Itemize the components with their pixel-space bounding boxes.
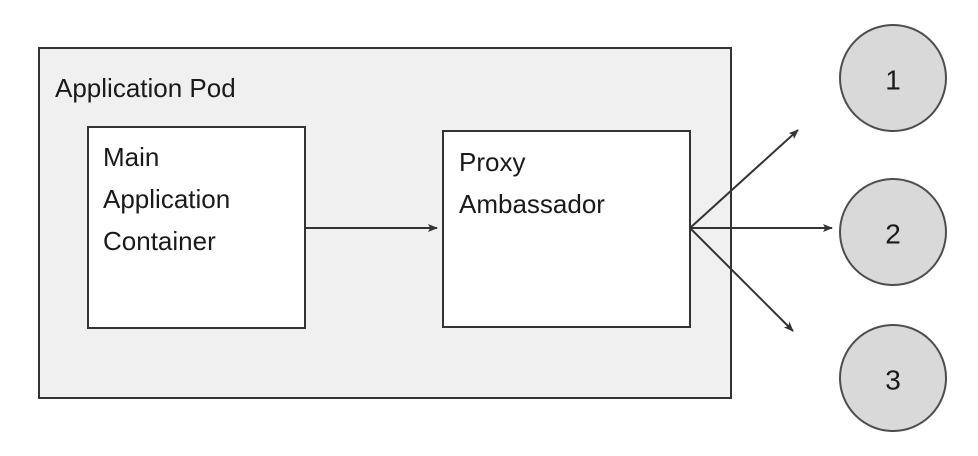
proxy-ambassador-box [442, 130, 691, 328]
service-2-label: 2 [885, 219, 901, 250]
main-app-line-3: Container [103, 226, 216, 256]
main-app-line-1: Main [103, 142, 159, 172]
service-2-circle [839, 178, 947, 286]
edge-proxy-to-service-1 [689, 129, 799, 229]
proxy-line-2: Ambassador [459, 189, 605, 219]
main-application-container-box [87, 126, 306, 329]
main-application-container-label: Main Application Container [103, 142, 237, 256]
service-1-circle [839, 24, 947, 132]
edge-proxy-to-service-3 [689, 227, 794, 332]
service-1-label: 1 [885, 65, 901, 96]
application-pod-label: Application Pod [55, 73, 236, 103]
proxy-line-1: Proxy [459, 147, 525, 177]
service-3-circle [839, 324, 947, 432]
external-service-2: 2 [839, 178, 947, 286]
external-service-1: 1 [839, 24, 947, 132]
proxy-ambassador-label: Proxy Ambassador [459, 147, 605, 219]
external-service-3: 3 [839, 324, 947, 432]
main-app-line-2: Application [103, 184, 230, 214]
service-3-label: 3 [885, 365, 901, 396]
